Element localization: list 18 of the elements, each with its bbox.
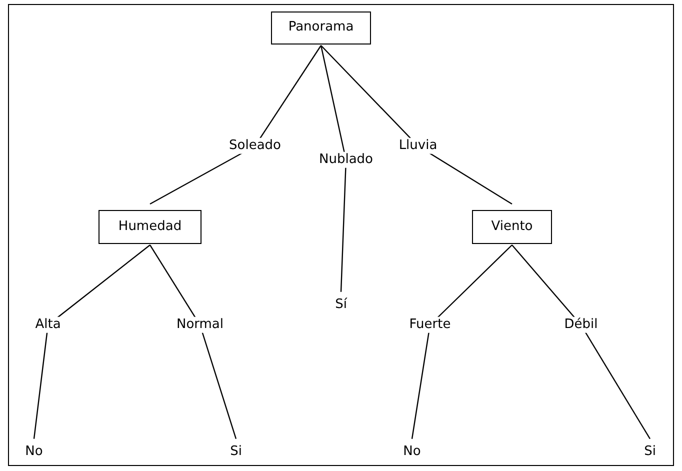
leaf-label: Sí: [335, 298, 347, 312]
branch-line: [320, 45, 347, 292]
decision-box: Humedad: [98, 210, 202, 244]
decision-box: Viento: [472, 210, 552, 244]
branch-line: [33, 244, 150, 439]
edge-label: Nublado: [317, 152, 375, 168]
branch-line: [150, 244, 237, 440]
leaf-label: Si: [230, 444, 242, 460]
branch-line: [411, 244, 512, 439]
decision-box: Panorama: [271, 12, 371, 44]
edge-label: Alta: [33, 316, 63, 334]
branch-line: [150, 45, 322, 205]
leaf-label: Si: [644, 444, 656, 460]
leaf-label: No: [25, 444, 43, 460]
branch-line: [512, 244, 651, 440]
leaf-label: No: [403, 444, 421, 460]
branch-line: [320, 45, 512, 205]
edge-label: Soleado: [227, 138, 283, 154]
